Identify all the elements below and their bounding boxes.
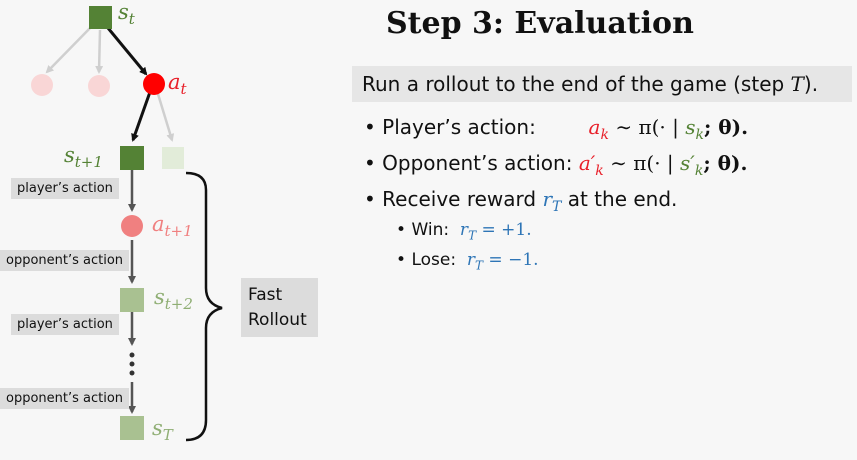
edge-label-opponent-1: opponent’s action — [0, 250, 130, 271]
edge-st-faint-2 — [95, 29, 104, 74]
sub-bullet-dot-icon: • — [396, 220, 412, 240]
sub-bullet-lose: • Lose: rT = −1. — [396, 250, 539, 273]
node-s-t — [89, 6, 112, 29]
fast-rollout-label: Fast Rollout — [248, 285, 307, 330]
edge-st-at — [106, 27, 148, 76]
bullet-receive-reward: • Receive reward rT at the end. — [364, 187, 678, 215]
node-a-t — [143, 73, 165, 95]
lead-text: Run a rollout to the end of the game (st… — [362, 72, 819, 96]
dot-1 — [129, 352, 135, 358]
edge-label-player-1: player’s action — [11, 178, 119, 199]
dot-3 — [129, 370, 135, 376]
node-faint-circle-2 — [88, 75, 110, 97]
bullet-dot-icon: • — [364, 115, 383, 139]
bullet-player-action: • Player’s action: ak ∼ π(· | sk; θ). — [364, 115, 749, 143]
label-a-t1: at+1 — [152, 212, 193, 241]
label-s-T: sT — [152, 416, 173, 445]
tree-diagram — [31, 6, 223, 442]
node-a-t1 — [121, 215, 143, 237]
bullet-dot-icon: • — [364, 151, 383, 175]
rollout-brace — [185, 171, 223, 442]
sub-bullet-dot-icon: • — [396, 250, 412, 270]
node-faint-square — [162, 147, 184, 169]
label-a-t: at — [168, 70, 187, 99]
dot-2 — [129, 361, 135, 367]
bullet-dot-icon: • — [364, 187, 383, 211]
node-s-t2 — [120, 288, 144, 312]
edge-at-faint — [156, 93, 175, 142]
edge-label-player-2: player’s action — [11, 314, 119, 335]
fast-rollout-box — [241, 278, 318, 337]
node-faint-circle-1 — [31, 74, 53, 96]
page-title: Step 3: Evaluation — [386, 6, 694, 41]
label-s-t: st — [118, 0, 135, 29]
node-s-T — [120, 416, 144, 440]
label-s-t1: st+1 — [64, 143, 103, 172]
edge-label-opponent-2: opponent’s action — [0, 388, 130, 409]
bullet-opponent-action: • Opponent’s action: a′k ∼ π(· | s′k; θ)… — [364, 151, 748, 179]
node-s-t1 — [120, 146, 144, 170]
sub-bullet-win: • Win: rT = +1. — [396, 220, 532, 243]
edge-st-faint-1 — [45, 23, 95, 74]
lead-background — [352, 66, 852, 102]
label-s-t2: st+2 — [154, 285, 193, 314]
edge-at-st1 — [131, 91, 152, 142]
